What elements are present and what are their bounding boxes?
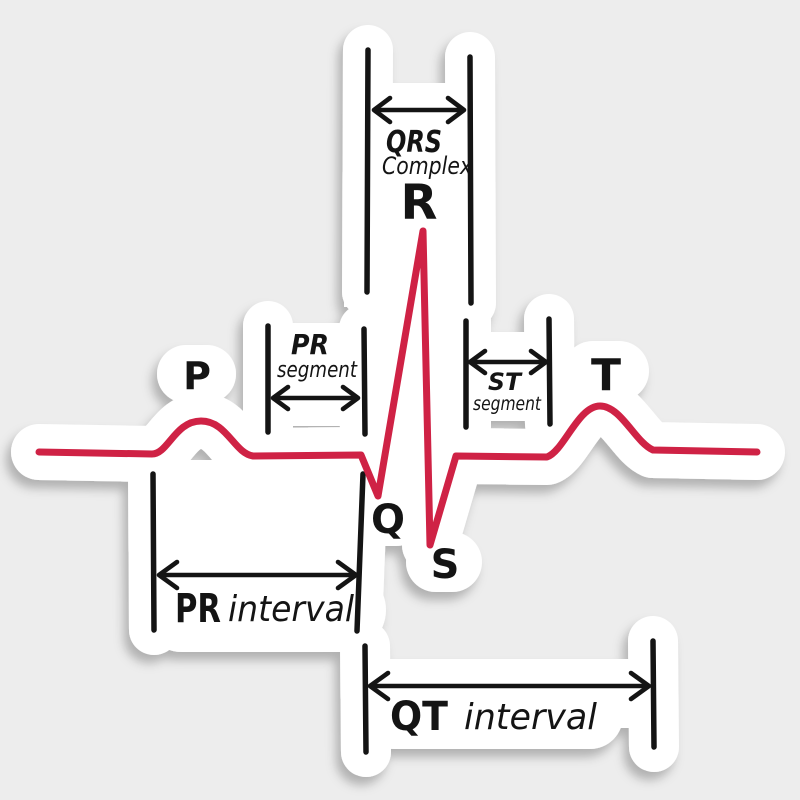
qrs-end-line	[467, 54, 474, 306]
pr-segment-end-line	[361, 326, 368, 437]
pr-interval-end-line	[354, 471, 366, 634]
sticker-fill-region	[256, 330, 370, 426]
qt-interval-span-arrow	[367, 670, 652, 702]
st-segment-sublabel: segment	[473, 393, 542, 415]
qrs-complex-label: QRS	[386, 125, 442, 160]
pr-interval-label: PR	[175, 586, 221, 632]
q-wave-label: Q	[371, 497, 405, 543]
t-wave-label: T	[591, 350, 621, 401]
pr-segment-label: PR	[291, 328, 329, 361]
qrs-start-line	[364, 47, 371, 295]
st-segment-label: ST	[488, 368, 523, 396]
qrs-complex-sublabel: Complex	[382, 152, 473, 180]
sticker-fill-region	[374, 662, 638, 728]
ecg-trace	[35, 227, 761, 549]
qt-interval-end-line	[650, 638, 657, 750]
p-wave-label: P	[183, 354, 211, 398]
pr-segment-span-arrow	[270, 384, 361, 412]
boundary-lines	[150, 47, 657, 755]
pr-segment-sublabel: segment	[277, 358, 358, 383]
pr-interval-word: interval	[228, 589, 354, 630]
qt-interval-label: QT	[390, 694, 449, 740]
r-wave-label: R	[401, 175, 438, 231]
st-segment-end-line	[546, 316, 553, 427]
sticker-fill-region	[138, 460, 372, 640]
sticker-fill-region	[455, 332, 555, 418]
pr-interval-start-line	[150, 471, 157, 633]
qt-interval-word: interval	[464, 697, 597, 738]
qrs-span-arrow	[371, 95, 467, 125]
qt-interval-start-line	[362, 643, 369, 755]
s-wave-label: S	[431, 542, 460, 588]
st-segment-span-arrow	[467, 348, 549, 376]
pr-interval-span-arrow	[156, 559, 359, 591]
